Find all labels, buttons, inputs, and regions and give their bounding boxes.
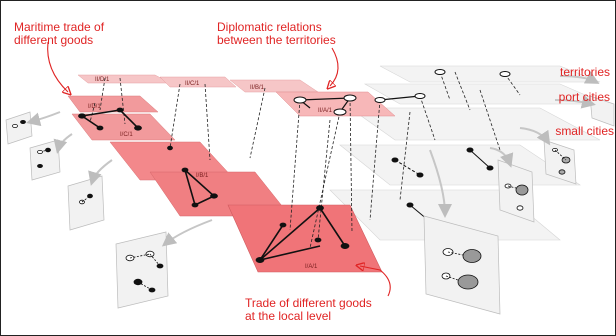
layer-label: II/B/1: [250, 85, 265, 91]
port-cities-annotation: port cities: [558, 90, 610, 104]
layer-label: I/B/1: [196, 173, 209, 179]
side-panel-nodes-right: [441, 147, 571, 290]
city-nodes: [78, 107, 350, 263]
diplomatic-relations-annotation: Diplomatic relations between the territo…: [217, 20, 336, 47]
layer-II-A-1: [275, 91, 396, 117]
layer-II-D-1: [77, 74, 171, 84]
port-city-nodes: [293, 69, 511, 116]
local-trade-annotation: Trade of different goods at the local le…: [245, 296, 372, 323]
layer-II-B-1: [229, 79, 319, 93]
layer-II-C-1: [159, 76, 237, 88]
interlayer-links: [89, 71, 521, 249]
small-cities-annotation: small cities: [555, 124, 614, 138]
layer-labels: II/D/1 II/C/1 II/B/1 II/A/1 I/D/1 I/C/1 …: [88, 77, 333, 270]
grey-arrows: [26, 71, 600, 247]
side-panel-nodes-left: [12, 120, 164, 293]
local-trade-edges: [81, 109, 346, 261]
layer-label: I/A/1: [305, 264, 318, 270]
layer-label: I/C/1: [120, 132, 133, 138]
layer-label: II/C/1: [185, 81, 200, 87]
maritime-trade-annotation: Maritime trade of different goods: [14, 20, 105, 47]
layer-I-D-1: [67, 95, 159, 113]
annotation-arrows: [47, 41, 391, 297]
layer-label: II/A/1: [318, 108, 333, 114]
layer-label: I/D/1: [88, 104, 101, 110]
territories-annotation: territories: [559, 65, 610, 79]
layer-label: II/D/1: [95, 77, 110, 83]
side-panels-left: [5, 111, 169, 309]
